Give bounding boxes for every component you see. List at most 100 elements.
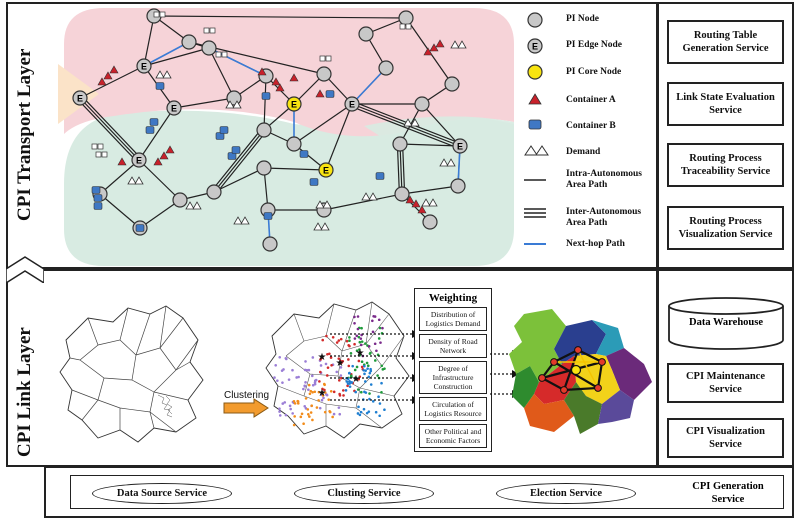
container-b-icon — [145, 126, 155, 134]
cluster-point — [375, 349, 378, 353]
inter-area-path — [215, 131, 267, 195]
cluster-point — [368, 371, 372, 375]
container-a-icon — [97, 77, 107, 86]
container-b-icon — [93, 202, 103, 210]
cluster-point — [299, 415, 303, 419]
cluster-point — [337, 357, 341, 360]
cluster-point — [364, 369, 367, 372]
cluster-point — [281, 402, 285, 405]
data-source-service[interactable]: Data Source Service — [92, 483, 232, 504]
cluster-point — [359, 337, 363, 340]
cluster-point — [367, 345, 371, 348]
cluster-point — [278, 414, 282, 417]
cluster-point — [278, 407, 281, 411]
cluster-point — [321, 387, 324, 391]
cpi-maintenance-service[interactable]: CPI Maintenance Service — [667, 363, 784, 403]
cluster-point — [318, 380, 321, 383]
cluster-point — [319, 358, 322, 361]
cluster-point — [296, 399, 299, 403]
pi-core-node: E — [286, 96, 302, 112]
cluster-point — [364, 342, 367, 345]
container-a-icon — [435, 39, 445, 48]
cluster-point — [355, 349, 359, 352]
cluster-point — [357, 359, 361, 363]
legend-intra-path: Intra-Autonomous Area Path — [566, 169, 643, 190]
cluster-point — [359, 343, 363, 347]
cluster-point — [323, 410, 327, 414]
cluster-point — [378, 402, 382, 405]
demand-icon — [232, 100, 242, 109]
clustered-map: ★★★★★ — [265, 301, 410, 439]
demand-icon — [450, 40, 460, 49]
election-service[interactable]: Election Service — [496, 483, 636, 504]
demand-icon — [313, 222, 323, 231]
legend-inter-path: Inter-Autonomous Area Path — [566, 207, 642, 228]
container-b-icon — [155, 82, 165, 90]
intra-area-path — [138, 107, 175, 161]
cluster-point — [323, 383, 326, 387]
routing-table-generation-service[interactable]: Routing Table Generation Service — [667, 20, 784, 64]
pi-node — [181, 34, 197, 50]
node-label: E — [291, 100, 297, 110]
container-b-icon — [263, 212, 273, 220]
container-a-icon — [109, 65, 119, 74]
container-a-icon — [117, 157, 127, 166]
cluster-point — [363, 364, 366, 368]
cluster-point — [326, 352, 329, 356]
container-a-icon — [153, 157, 163, 166]
intra-area-path — [421, 103, 461, 147]
cluster-point — [317, 390, 321, 394]
cluster-point — [377, 318, 381, 322]
container-b-icon — [325, 90, 335, 98]
demand-icon — [315, 200, 325, 209]
cluster-point — [367, 410, 371, 413]
legend-container-a: Container A — [566, 95, 616, 105]
intra-area-path — [213, 167, 265, 193]
cluster-point — [295, 376, 298, 379]
clusting-service[interactable]: Clusting Service — [294, 483, 434, 504]
demand-icon — [127, 176, 137, 185]
inter-area-path — [401, 143, 406, 194]
cluster-point — [273, 376, 276, 379]
cluster-point — [353, 315, 356, 319]
container-b-icon — [93, 194, 103, 202]
cluster-point — [349, 381, 352, 384]
cluster-point — [292, 423, 296, 427]
data-warehouse-label[interactable]: Data Warehouse — [689, 317, 763, 328]
weighting-item: Distribution of Logistics Demand — [419, 307, 487, 331]
cluster-center-star: ★ — [318, 352, 327, 363]
cluster-point — [324, 362, 328, 366]
cluster-point — [345, 380, 349, 383]
demand-icon — [446, 158, 456, 167]
cpi-visualization-service[interactable]: CPI Visualization Service — [667, 418, 784, 458]
container-b-icon — [91, 186, 101, 194]
node-label: E — [136, 156, 142, 166]
clustering-arrow — [223, 398, 269, 418]
cluster-point — [366, 367, 369, 370]
cluster-center-star: ★ — [318, 388, 327, 399]
cluster-point — [308, 392, 312, 396]
cluster-point — [309, 411, 313, 414]
cluster-point — [357, 335, 361, 339]
cluster-point — [325, 334, 328, 338]
cluster-point — [320, 398, 324, 402]
weighting-item: Density of Road Network — [419, 334, 487, 358]
cluster-point — [313, 382, 317, 386]
link-state-evaluation-service[interactable]: Link State Evaluation Service — [667, 82, 784, 126]
pi-node — [262, 236, 278, 252]
cluster-point — [353, 368, 357, 372]
container-a-icon — [411, 199, 421, 208]
demand-square-icon — [91, 143, 98, 150]
routing-process-visualization-service[interactable]: Routing Process Visualization Service — [667, 206, 784, 250]
cluster-point — [363, 372, 366, 376]
cluster-point — [338, 412, 342, 416]
cluster-point — [332, 412, 336, 416]
demand-square-icon — [215, 51, 222, 58]
intra-area-path — [263, 75, 267, 131]
pi-node — [206, 184, 222, 200]
container-b-icon — [375, 172, 385, 180]
cluster-point — [287, 378, 291, 381]
cluster-point — [304, 360, 307, 363]
pi-node — [444, 76, 460, 92]
routing-process-traceability-service[interactable]: Routing Process Traceability Service — [667, 143, 784, 187]
